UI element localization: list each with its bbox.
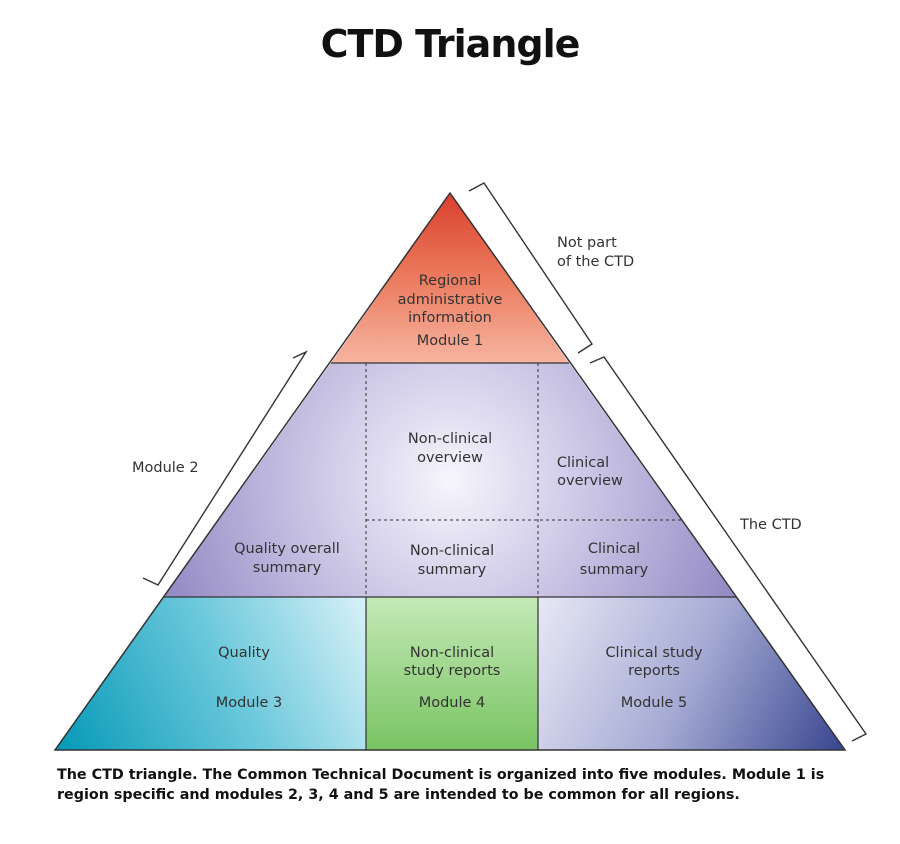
- figure-caption: The CTD triangle. The Common Technical D…: [57, 765, 857, 805]
- module5-region: [538, 597, 845, 750]
- module1-name: Module 1: [417, 333, 484, 349]
- section-dividers: [164, 362, 736, 750]
- nc-overview-line1: Non-clinical: [408, 431, 492, 447]
- c-overview-line1: Clinical: [557, 455, 609, 471]
- nc-summary-line2: summary: [418, 562, 487, 578]
- module2-bracket-label: Module 2: [132, 460, 199, 476]
- qos-line1: Quality overall: [234, 541, 340, 557]
- bracket-the-ctd: [589, 356, 868, 742]
- bracket-module2: [142, 350, 308, 586]
- c-summary-line1: Clinical: [588, 541, 640, 557]
- nc-reports-line1: Non-clinical: [410, 645, 494, 661]
- module1-label-line3: information: [408, 310, 492, 326]
- quality-label: Quality: [218, 645, 270, 661]
- c-summary-line2: summary: [580, 562, 649, 578]
- module1-region: [331, 193, 569, 363]
- bracket-not-part: [468, 182, 593, 354]
- brackets: [142, 182, 868, 742]
- qos-line2: summary: [253, 560, 322, 576]
- c-overview-line2: overview: [557, 473, 623, 489]
- the-ctd-label: The CTD: [739, 517, 802, 533]
- pyramid-outline: [53, 191, 847, 751]
- caption-line1: The CTD triangle. The Common Technical D…: [57, 767, 825, 783]
- module1-label-line1: Regional: [419, 273, 482, 289]
- not-part-label-line1: Not part: [557, 235, 617, 251]
- module4-region: [366, 597, 538, 750]
- caption-line2: region specific and modules 2, 3, 4 and …: [57, 787, 740, 803]
- c-reports-line1: Clinical study: [605, 645, 703, 661]
- nc-overview-line2: overview: [417, 450, 483, 466]
- nc-reports-line2: study reports: [404, 663, 501, 679]
- nc-summary-line1: Non-clinical: [410, 543, 494, 559]
- not-part-label-line2: of the CTD: [557, 254, 634, 270]
- module2-region: [164, 363, 736, 597]
- c-reports-line2: reports: [628, 663, 680, 679]
- module1-label-line2: administrative: [398, 292, 503, 308]
- diagram-title: CTD Triangle: [320, 22, 581, 66]
- module3-name: Module 3: [216, 695, 283, 711]
- module5-name: Module 5: [621, 695, 688, 711]
- module3-region: [55, 597, 366, 750]
- module4-name: Module 4: [419, 695, 486, 711]
